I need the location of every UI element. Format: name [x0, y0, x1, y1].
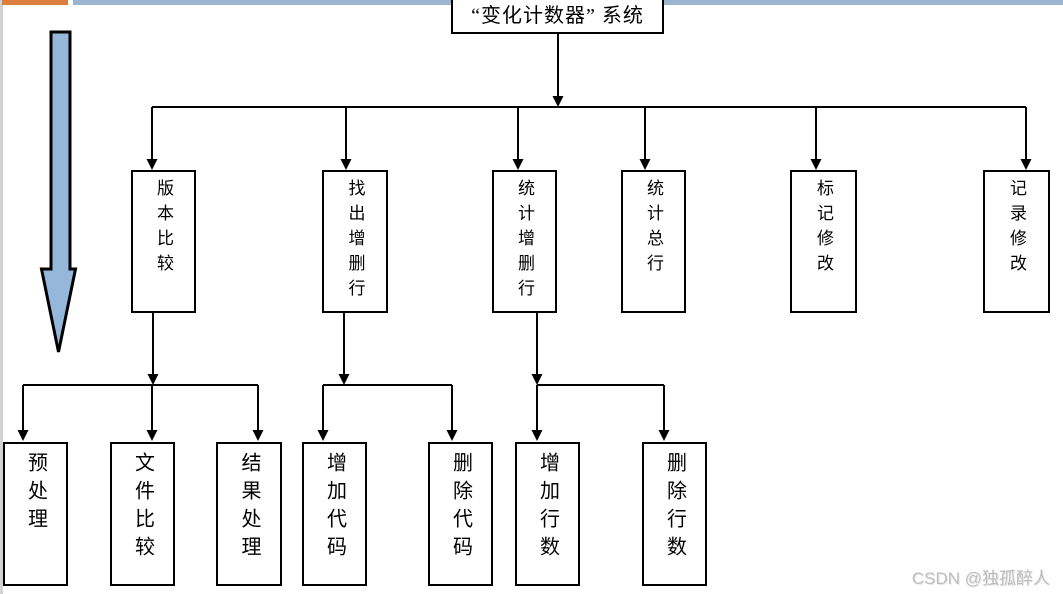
top-bar-orange-fragment	[2, 0, 68, 5]
node-system-root: “变化计数器” 系统	[451, 0, 664, 34]
node-mark-modifications: 标记修改	[790, 170, 857, 313]
node-count-added-deleted-lines-label: 统计增删行	[515, 179, 534, 304]
node-find-added-deleted-lines: 找出增删行	[322, 170, 388, 313]
node-count-added-deleted-lines: 统计增删行	[492, 170, 557, 313]
node-count-total-lines-label: 统计总行	[644, 179, 663, 279]
node-mark-modifications-label: 标记修改	[814, 179, 833, 279]
node-delete-line-count: 删除行数	[642, 442, 707, 586]
node-count-total-lines: 统计总行	[621, 170, 686, 313]
node-delete-line-count-label: 删除行数	[663, 452, 686, 564]
node-preprocess-label: 预处理	[24, 452, 47, 536]
root-connector	[146, 33, 1032, 170]
node-version-compare: 版本比较	[131, 170, 196, 313]
node-file-compare-label: 文件比较	[131, 452, 154, 564]
node-preprocess: 预处理	[3, 442, 68, 586]
left-edge-line	[0, 0, 3, 594]
node-record-modifications-label: 记录修改	[1007, 179, 1026, 279]
node-find-added-deleted-lines-label: 找出增删行	[345, 179, 365, 304]
node-record-modifications: 记录修改	[983, 170, 1050, 313]
group-connector-version-compare	[17, 313, 264, 441]
node-result-process: 结果处理	[216, 442, 282, 586]
node-add-line-count: 增加行数	[515, 442, 580, 586]
node-delete-code-label: 删除代码	[449, 452, 472, 564]
node-file-compare: 文件比较	[110, 442, 175, 586]
group-connector-find-lines	[317, 313, 458, 441]
node-add-line-count-label: 增加行数	[536, 452, 559, 564]
node-delete-code: 删除代码	[428, 442, 493, 586]
big-down-arrow-shape	[39, 30, 78, 353]
watermark: CSDN @独孤醉人	[911, 569, 1050, 588]
node-result-process-label: 结果处理	[238, 452, 260, 564]
node-version-compare-label: 版本比较	[154, 179, 173, 279]
node-add-code-label: 增加代码	[323, 452, 346, 564]
group-connector-count-lines	[531, 313, 670, 441]
node-system-root-label: “变化计数器” 系统	[471, 5, 644, 27]
node-add-code: 增加代码	[302, 442, 367, 586]
